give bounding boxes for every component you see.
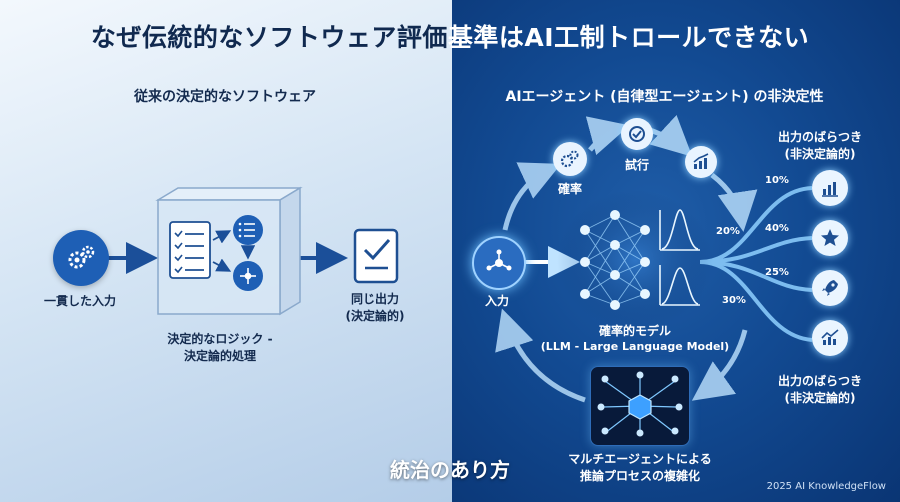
cycle-arc-multiagent-to-input [495, 308, 586, 403]
variance-top-line2: (非決定論的) [784, 147, 856, 161]
gears-icon [53, 230, 109, 286]
percentage-1: 10% [765, 175, 789, 186]
percentage-3: 40% [765, 223, 789, 234]
variance-bottom-line2: (非決定論的) [784, 391, 856, 405]
input-label: 入力 [484, 294, 509, 308]
title-left-part: なぜ伝統的なソフトウェア評価 [90, 23, 448, 52]
same-output-label: 同じ出力 [350, 292, 399, 306]
logic-label-line1: 決定的なロジック - [167, 332, 273, 346]
trend-chart-icon [685, 146, 717, 178]
variance-top-line1: 出力のばらつき [777, 130, 862, 144]
model-label-line1: 確率的モデル [598, 324, 671, 338]
page-title: なぜ伝統的なソフトウェア評価基準はAI工制トロールできない [0, 18, 900, 54]
percentage-4: 25% [765, 267, 789, 278]
cycle-arc-trial-to-chart [649, 114, 693, 157]
logic-label-line2: 決定論的処理 [183, 349, 256, 363]
line-chart-icon [812, 320, 848, 356]
multi-agent-box [590, 366, 690, 446]
star-icon [812, 220, 848, 256]
cycle-arc-input-to-probability [502, 162, 562, 231]
percentage-2: 20% [716, 226, 740, 237]
deterministic-output-label: (決定論的) [345, 309, 405, 323]
cycle-arc-chart-to-outputs [710, 173, 758, 232]
trial-check-icon [621, 118, 653, 150]
probability-label: 確率 [557, 182, 582, 196]
input-network-icon [472, 236, 526, 290]
multi-agent-label-line2: 推論プロセスの複雑化 [579, 469, 700, 483]
rocket-icon [812, 270, 848, 306]
multi-agent-network-icon [597, 371, 683, 437]
trial-label: 試行 [624, 158, 649, 172]
consistent-input-label: 一貫した入力 [43, 294, 116, 308]
right-panel-heading: AIエージェント (自律型エージェント) の非決定性 [505, 89, 824, 105]
cycle-arc-outputs-to-multiagent [691, 329, 748, 401]
credit-text: 2025 AI KnowledgeFlow [766, 481, 886, 492]
model-label-line2: (LLM - Large Language Model) [540, 340, 730, 353]
model-glow [557, 190, 713, 330]
variance-bottom-line1: 出力のばらつき [777, 374, 862, 388]
cycle-arc-probability-to-trial [585, 116, 630, 156]
multi-agent-label-line1: マルチエージェントによる [568, 452, 712, 466]
left-panel-heading: 従来の決定的なソフトウェア [134, 89, 316, 105]
governance-heading: 統治のあり方 [390, 458, 510, 482]
probability-gears-icon [553, 142, 587, 176]
title-right-part: 基準はAI工制トロールできない [447, 23, 810, 52]
bar-chart-icon [812, 170, 848, 206]
output-branches [699, 186, 813, 342]
percentage-5: 30% [722, 295, 746, 306]
